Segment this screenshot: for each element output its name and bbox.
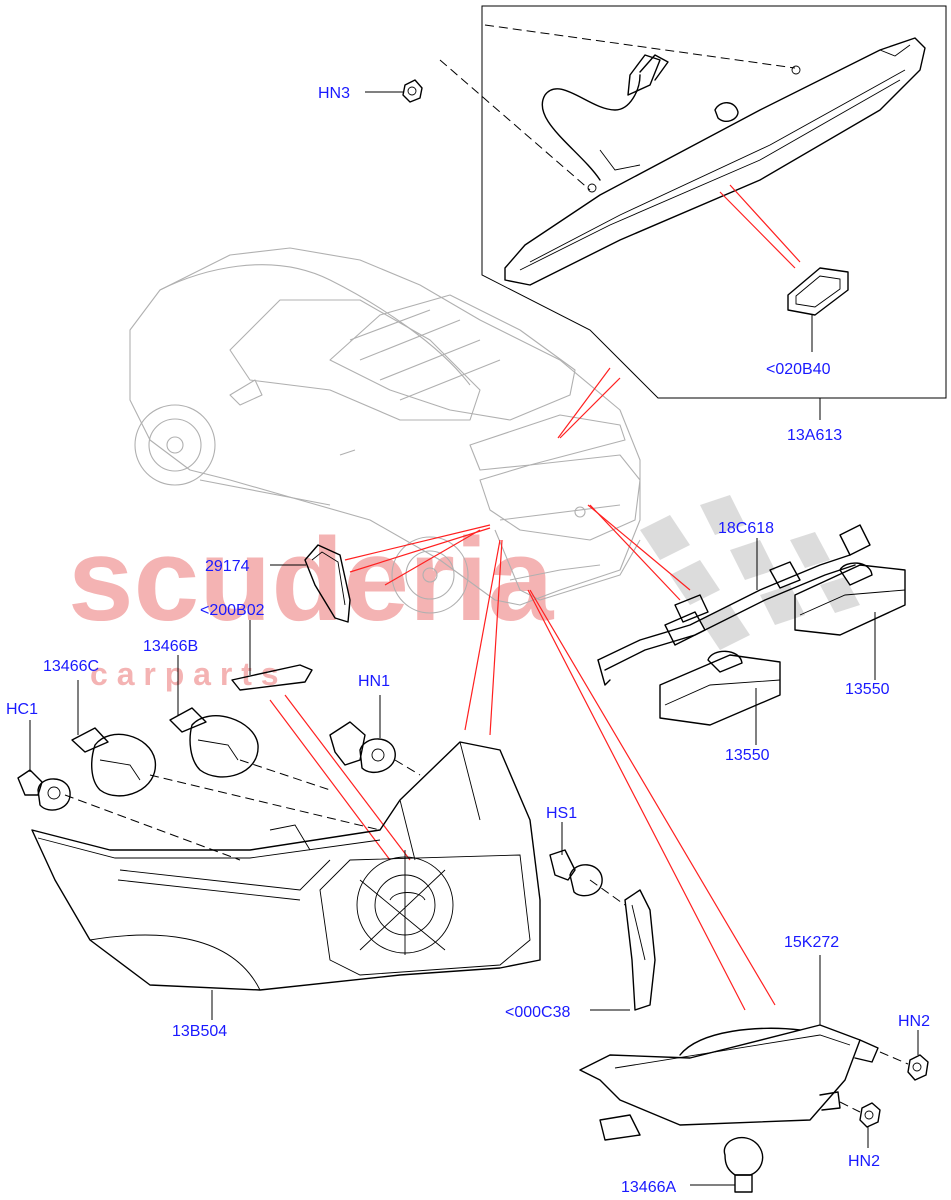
nut-hn3 <box>365 79 423 103</box>
callout-labels: HN3 <020B40 13A613 29174 <200B02 18C618 … <box>6 85 930 1196</box>
label-13466c: 13466C <box>43 658 99 675</box>
label-13b504: 13B504 <box>172 1023 227 1040</box>
clip-hn1 <box>329 695 396 773</box>
label-15k272: 15K272 <box>784 934 839 951</box>
label-hn1: HN1 <box>358 673 390 690</box>
nut-hn2-lower <box>839 1101 881 1148</box>
nut-hn2-upper <box>879 1030 929 1081</box>
callout-lines <box>269 367 776 1011</box>
vehicle-outline <box>129 247 641 614</box>
bulb-13466b <box>169 655 259 778</box>
screw-hs1 <box>549 822 603 897</box>
harness-18c618 <box>597 524 871 686</box>
label-13466b: 13466B <box>143 638 198 655</box>
licence-lamp-2 <box>659 650 781 745</box>
reflector-000c38 <box>590 889 656 1011</box>
label-18c618: 18C618 <box>718 520 774 537</box>
label-13550-upper: 13550 <box>845 681 890 698</box>
reflector-29174 <box>270 544 351 623</box>
checkered-flag-icon <box>640 495 860 650</box>
clip-hc1 <box>17 720 71 811</box>
fog-lamp-15k272 <box>579 955 879 1141</box>
bulb-13466a <box>690 1136 764 1193</box>
label-020b40: <020B40 <box>766 361 831 378</box>
label-13466a: 13466A <box>621 1179 676 1196</box>
stop-lamp-inset <box>439 5 947 420</box>
label-hs1: HS1 <box>546 805 577 822</box>
gasket <box>787 267 849 316</box>
label-hn2-lower: HN2 <box>848 1153 880 1170</box>
assembly-lines <box>64 759 626 906</box>
label-hc1: HC1 <box>6 701 38 718</box>
high-mount-stop-lamp <box>504 37 926 286</box>
label-29174: 29174 <box>205 558 250 575</box>
label-hn2-upper: HN2 <box>898 1013 930 1030</box>
label-13550-lower: 13550 <box>725 747 770 764</box>
label-hn3: HN3 <box>318 85 350 102</box>
reflector-200b02 <box>231 620 313 691</box>
label-200b02: <200B02 <box>200 602 265 619</box>
label-13a613: 13A613 <box>787 427 842 444</box>
watermark: scuderia c a r p a r t s <box>68 495 860 692</box>
watermark-sub: c a r p a r t s <box>90 656 279 692</box>
lamp-harness <box>541 74 641 181</box>
watermark-brand: scuderia <box>68 514 555 646</box>
bulb-13466c <box>71 680 156 797</box>
label-000c38: <000C38 <box>505 1004 570 1021</box>
rear-lamp-13b504 <box>31 741 541 1020</box>
inset-frame <box>481 5 947 399</box>
licence-lamp-1 <box>794 562 906 680</box>
